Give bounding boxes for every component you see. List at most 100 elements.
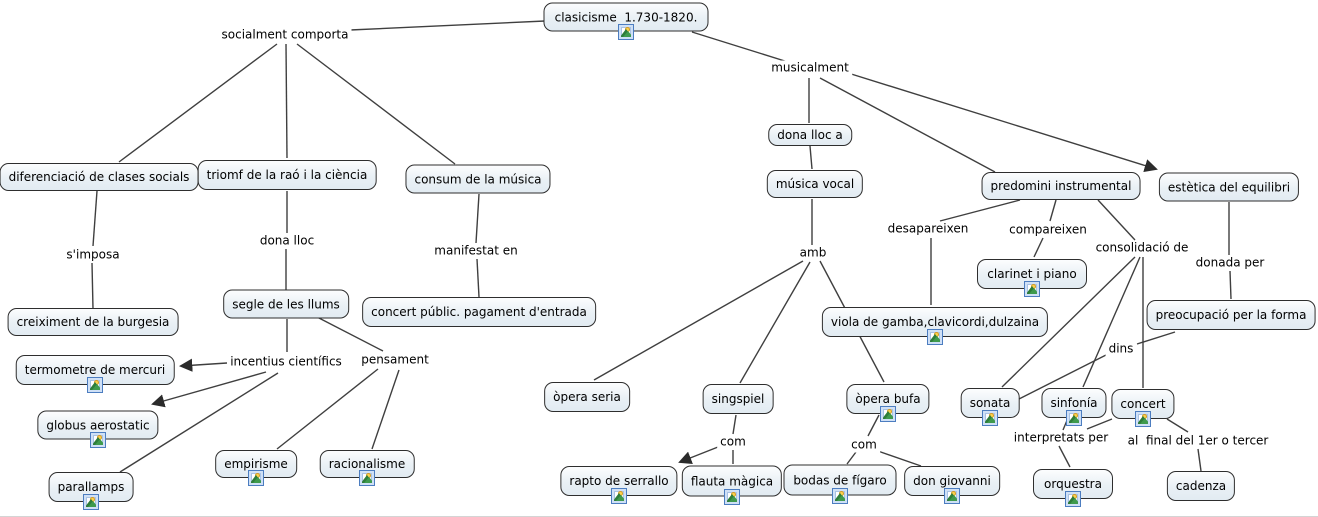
- image-resource-icon[interactable]: [982, 410, 998, 426]
- image-resource-icon[interactable]: [248, 470, 264, 486]
- concept-node-globus[interactable]: globus aerostatic: [37, 410, 159, 440]
- picture-glyph: [1138, 414, 1148, 424]
- image-resource-icon[interactable]: [83, 494, 99, 510]
- edge-predomini-to-compareixen: [1049, 199, 1057, 222]
- concept-node-label: predomini instrumental: [990, 179, 1132, 193]
- mountain-glyph: [987, 417, 995, 423]
- linking-phrase-manifestat-en[interactable]: manifestat en: [431, 243, 521, 259]
- mountain-glyph: [253, 477, 261, 483]
- edge-amb-to-singspiel: [739, 261, 811, 384]
- edge-incentius-to-termometre: [179, 358, 228, 372]
- mountain-glyph: [1029, 288, 1037, 294]
- image-resource-icon[interactable]: [724, 488, 740, 505]
- concept-node-triomf[interactable]: triomf de la raó i la ciència: [197, 160, 377, 190]
- concept-node-preocupacio[interactable]: preocupació per la forma: [1146, 300, 1316, 330]
- concept-node-label: concert públic. pagament d'entrada: [371, 305, 587, 319]
- concept-node-singspiel[interactable]: singspiel: [702, 384, 774, 414]
- edge-concert-to-interpretats-per: [1086, 418, 1113, 430]
- concept-node-musica-vocal[interactable]: música vocal: [766, 170, 864, 198]
- concept-node-cadenza[interactable]: cadenza: [1166, 471, 1236, 501]
- image-resource-icon[interactable]: [1024, 281, 1040, 297]
- image-resource-icon[interactable]: [90, 431, 106, 448]
- linking-phrase-interpretats-per[interactable]: interpretats per: [1010, 430, 1112, 446]
- linking-phrase-incentius[interactable]: incentius científics: [227, 354, 345, 370]
- mountain-glyph: [95, 438, 103, 445]
- concept-node-creiximent[interactable]: creiximent de la burgesia: [7, 308, 179, 336]
- concept-node-sinfonia[interactable]: sinfonía: [1041, 388, 1107, 418]
- concept-node-predomini[interactable]: predomini instrumental: [981, 172, 1141, 200]
- mountain-glyph: [88, 501, 96, 507]
- concept-node-estetica[interactable]: estètica del equilibri: [1158, 172, 1300, 202]
- concept-node-label: dona lloc a: [777, 128, 843, 142]
- picture-glyph: [90, 380, 100, 390]
- edge-dona-lloc-a-to-musica-vocal: [809, 145, 813, 170]
- linking-phrase-socialment-comporta[interactable]: socialment comporta: [218, 27, 352, 43]
- edge-concert-to-al-final: [1166, 418, 1189, 433]
- image-resource-icon[interactable]: [1135, 411, 1151, 427]
- image-resource-icon[interactable]: [611, 488, 627, 504]
- image-resource-icon[interactable]: [832, 487, 848, 504]
- image-resource-icon[interactable]: [1066, 410, 1082, 426]
- concept-node-racionalisme[interactable]: racionalisme: [319, 450, 415, 478]
- linking-phrase-pensament[interactable]: pensament: [358, 352, 432, 368]
- linking-phrase-consolidacio[interactable]: consolidació de: [1092, 240, 1192, 256]
- linking-phrase-com-1[interactable]: com: [717, 434, 749, 450]
- linking-phrase-s-imposa[interactable]: s'imposa: [63, 247, 123, 263]
- concept-node-label: triomf de la raó i la ciència: [206, 168, 368, 182]
- picture-glyph: [1069, 413, 1079, 423]
- image-resource-icon[interactable]: [1065, 491, 1081, 507]
- edge-amb-to-opera-seria: [593, 260, 804, 381]
- picture-glyph: [883, 409, 893, 419]
- mountain-glyph: [1071, 417, 1079, 423]
- linking-phrase-donada-per[interactable]: donada per: [1192, 255, 1268, 271]
- edge-incentius-to-globus: [151, 371, 267, 408]
- image-resource-icon[interactable]: [618, 23, 634, 40]
- concept-node-label: consum de la música: [414, 172, 542, 186]
- edge-pensament-to-racionalisme: [371, 369, 400, 450]
- concept-node-termometre[interactable]: termometre de mercuri: [15, 355, 175, 385]
- linking-phrase-com-2[interactable]: com: [848, 437, 880, 453]
- edge-predomini-to-desapareixen: [939, 199, 1021, 222]
- linking-phrase-dins[interactable]: dins: [1105, 341, 1137, 357]
- concept-node-opera-seria[interactable]: òpera seria: [544, 382, 630, 412]
- concept-node-label: música vocal: [775, 177, 855, 191]
- linking-phrase-compareixen[interactable]: compareixen: [1006, 222, 1090, 238]
- linking-phrase-desapareixen[interactable]: desapareixen: [884, 221, 972, 237]
- edge-com-1-to-rapto: [678, 446, 719, 465]
- image-resource-icon[interactable]: [927, 329, 943, 345]
- linking-phrase-musicalment[interactable]: musicalment: [768, 60, 852, 76]
- picture-glyph: [93, 434, 103, 445]
- edge-musicalment-to-predomini: [819, 77, 996, 173]
- edge-consum-to-manifestat-en: [475, 193, 480, 244]
- edge-socialment-comporta-to-triomf: [285, 43, 288, 159]
- mountain-glyph: [885, 413, 893, 419]
- linking-phrase-dona-lloc[interactable]: dona lloc: [256, 233, 318, 249]
- edge-donada-per-to-preocupacio: [1229, 270, 1232, 300]
- concept-node-diferenciacio[interactable]: diferenciació de clases socials: [0, 163, 199, 191]
- linking-phrase-al-final[interactable]: al final del 1er o tercer: [1124, 433, 1272, 449]
- concept-node-label: segle de les llums: [232, 297, 340, 311]
- concept-node-label: viola de gamba,clavicordi,dulzaina: [830, 315, 1040, 329]
- concept-node-concert-public[interactable]: concert públic. pagament d'entrada: [362, 297, 596, 327]
- concept-node-label: don giovanni: [913, 474, 991, 488]
- edge-manifestat-en-to-concert-public: [476, 258, 480, 298]
- image-resource-icon[interactable]: [880, 406, 896, 422]
- picture-glyph: [614, 491, 624, 501]
- edge-socialment-comporta-to-clasicisme: [349, 20, 546, 31]
- picture-glyph: [1027, 284, 1037, 294]
- concept-node-label: racionalisme: [328, 457, 406, 471]
- mountain-glyph: [932, 336, 940, 342]
- concept-node-label: diferenciació de clases socials: [8, 170, 190, 184]
- image-resource-icon[interactable]: [944, 488, 960, 504]
- mountain-glyph: [729, 495, 737, 502]
- image-resource-icon[interactable]: [359, 470, 375, 486]
- linking-phrase-amb[interactable]: amb: [796, 245, 830, 261]
- edge-al-final-to-cadenza: [1197, 448, 1202, 472]
- concept-node-dona-lloc-a[interactable]: dona lloc a: [768, 124, 852, 146]
- concept-node-segle[interactable]: segle de les llums: [223, 289, 349, 319]
- concept-node-label: flauta màgica: [690, 474, 774, 488]
- image-resource-icon[interactable]: [87, 377, 103, 393]
- concept-node-consum[interactable]: consum de la música: [405, 164, 551, 194]
